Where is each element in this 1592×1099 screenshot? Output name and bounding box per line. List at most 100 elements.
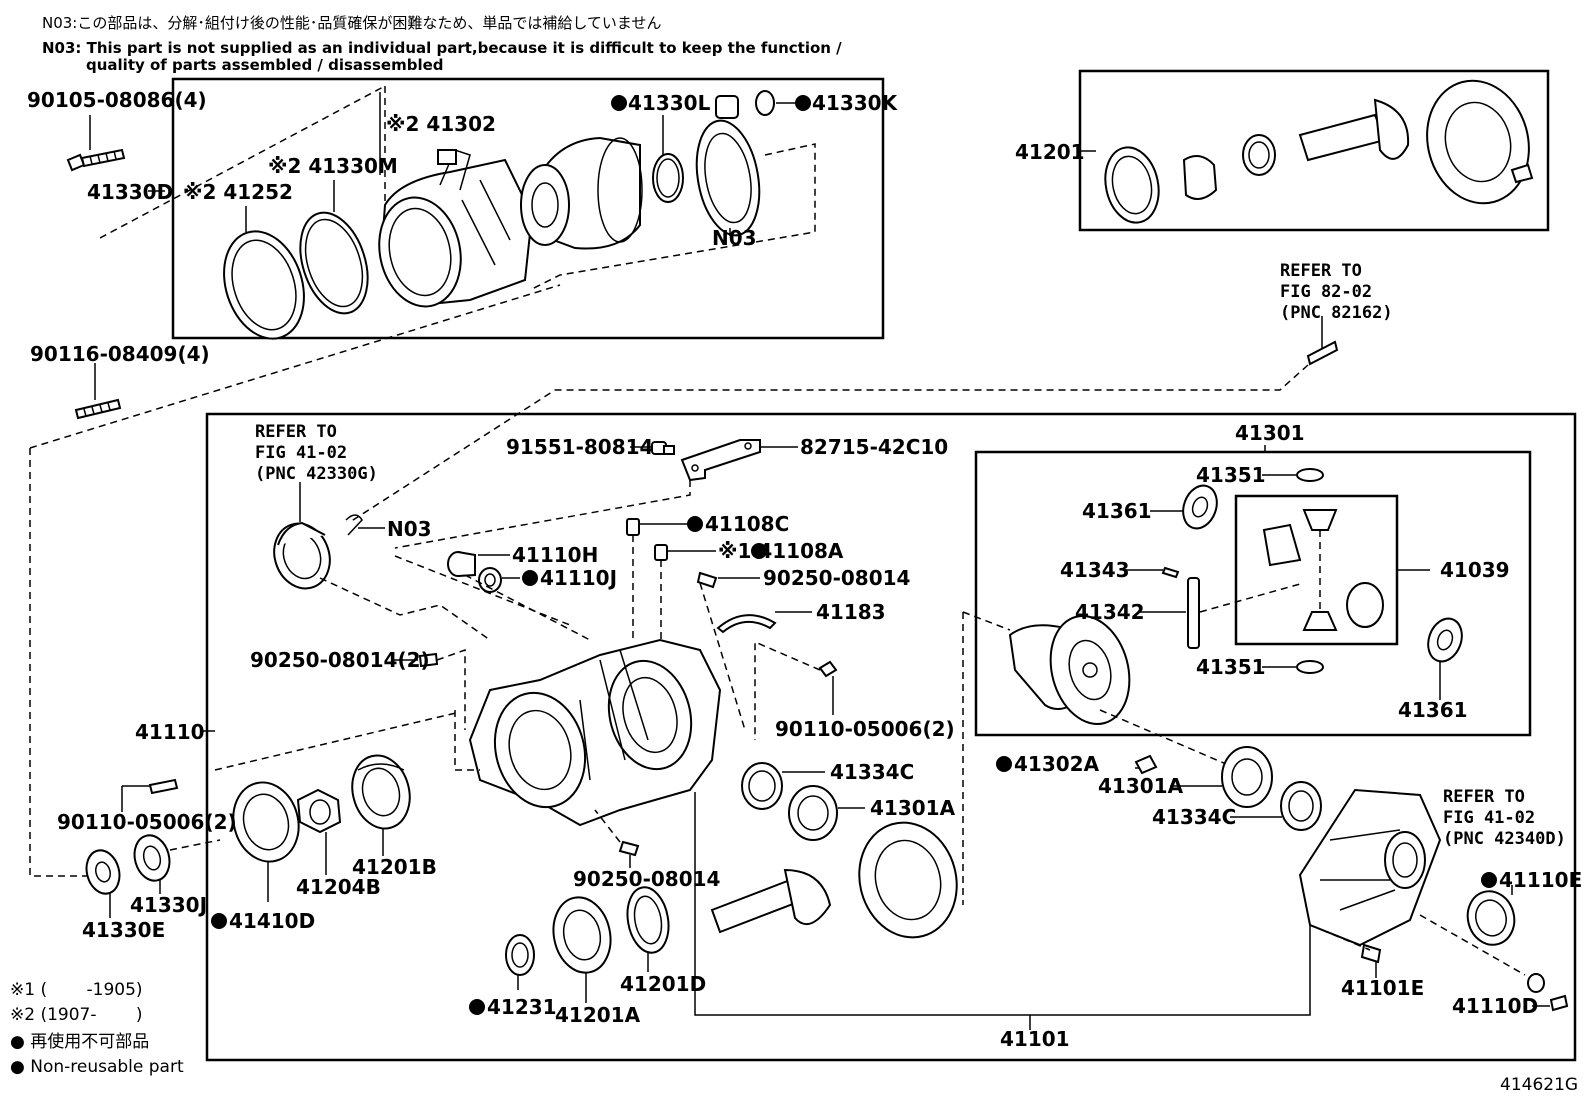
non-reusable-dot-41231 [469,999,485,1015]
bolt-90105-icon [66,148,126,172]
o-ring-41330L-icon [652,153,684,203]
plug-41330K-icon [715,90,775,119]
pinion-gears-41039-icon [1262,509,1384,631]
label-41301: 41301 [1235,421,1305,445]
label-41361-a: 41361 [1082,499,1152,523]
washer-41361-b-icon [1427,617,1463,663]
washer-41330E-icon [85,849,121,895]
bearing-cage-icon [520,136,643,250]
differential-case-icon [1008,614,1131,726]
top-left-group-box [171,77,885,340]
ref-82-02-line1: REFER TO [1280,261,1362,281]
label-41351-b: 41351 [1196,655,1266,679]
label-41110D: 41110D [1452,994,1538,1018]
label-41201: 41201 [1015,140,1085,164]
non-reusable-dot-41330K [795,95,811,111]
connector-82162-icon [1306,340,1339,366]
non-reusable-dot-41108C [687,516,703,532]
ref-41-02-a-line2: FIG 41-02 [255,443,347,463]
pin-90250-b-icon [418,652,439,668]
label-n03-main: N03 [387,517,432,541]
label-41231: 41231 [487,995,557,1019]
plug-41108A-icon [654,544,668,561]
label-41183: 41183 [816,600,886,624]
label-90250-08014-2: 90250-08014(2) [250,648,430,672]
main-group-box [205,412,1577,1062]
race-41201D-icon [626,886,670,954]
ref-41-02-b-line3: (PNC 42340D) [1443,829,1566,849]
legend-note-2: ※2 (1907- ) [10,1005,143,1025]
non-reusable-dot-41110J [522,570,538,586]
label-41252: ※2 41252 [183,180,293,204]
label-41302A: 41302A [1014,752,1100,776]
shaft-41342-icon [1187,577,1200,649]
label-90250-08014-c: 90250-08014 [573,867,720,891]
label-41301A-b: 41301A [1098,774,1184,798]
oil-seal-n03-icon [695,119,761,237]
stud-90116-icon [74,398,122,420]
differential-cover-icon [1298,788,1442,947]
clamp-41183-icon [716,614,777,634]
pin-90250-a-icon [696,571,718,589]
label-41330E: 41330E [82,918,165,942]
legend-non-reusable-jp: ● 再使用不可部品 [10,1031,149,1052]
oil-seal-41110E-icon [1466,890,1516,946]
label-41330L: 41330L [628,91,711,115]
label-41334C-a: 41334C [830,760,914,784]
extension-housing-41302-icon [378,149,534,308]
spacer-41231-icon [505,934,535,976]
label-41343: 41343 [1060,558,1130,582]
label-41204B: 41204B [296,875,381,899]
label-41301A-a: 41301A [870,796,956,820]
shim-41334C-b-icon [1280,781,1322,831]
nut-41204B-icon [296,788,342,834]
plug-41110D-icon [1527,973,1569,1012]
label-41330M: ※2 41330M [268,154,398,178]
label-41361-b: 41361 [1398,698,1468,722]
bushing-41110H-icon [447,551,476,577]
label-41351-a: 41351 [1196,463,1266,487]
non-reusable-dot-41330L [611,95,627,111]
carrier-case-41110-icon [468,638,722,827]
ring-gear-pinion-icon [710,821,958,939]
label-41342: 41342 [1075,600,1145,624]
bracket-82715-icon [680,439,761,482]
note-n03-en-1: N03: This part is not supplied as an ind… [42,39,842,57]
shim-41330M-icon [299,211,369,315]
label-41101E: 41101E [1341,976,1424,1000]
non-reusable-dot-41108A [751,543,767,559]
drive-pinion-set-icon [1104,79,1534,224]
non-reusable-dot-41410D [211,913,227,929]
label-41410D: 41410D [229,909,315,933]
label-41110H: 41110H [512,543,598,567]
label-41201D: 41201D [620,972,706,996]
bolt-90110-a-icon [818,660,838,678]
label-90105-08086: 90105-08086(4) [27,88,207,112]
seal-ring-41252-icon [223,230,305,340]
oil-seal-42330G-icon [273,521,331,590]
label-90110-05006-b: 90110-05006(2) [57,810,237,834]
label-41330K: 41330K [812,91,899,115]
label-41201A: 41201A [555,1003,641,1027]
washer-41351-a-icon [1296,468,1324,482]
legend-non-reusable-en: ● Non-reusable part [10,1057,184,1077]
ref-41-02-a-line3: (PNC 42330G) [255,464,378,484]
oil-seal-41410D-icon [232,781,300,863]
label-82715-42C10: 82715-42C10 [800,435,948,459]
label-41302: ※2 41302 [386,112,496,136]
label-41110E: 41110E [1499,868,1582,892]
bolt-91551-icon [651,441,675,455]
label-41101: 41101 [1000,1027,1070,1051]
plug-41108C-icon [626,518,640,536]
bearing-41301A-b-icon [1221,746,1273,808]
label-41201B: 41201B [352,855,437,879]
label-90250-08014-a: 90250-08014 [763,566,910,590]
label-41110J: 41110J [540,566,617,590]
washer-41351-b-icon [1296,660,1324,674]
pin-41343-icon [1161,566,1180,579]
label-41108C: 41108C [705,512,789,536]
ref-41-02-a-line1: REFER TO [255,422,337,442]
label-41110: 41110 [135,720,205,744]
ref-41-02-b-line1: REFER TO [1443,787,1525,807]
